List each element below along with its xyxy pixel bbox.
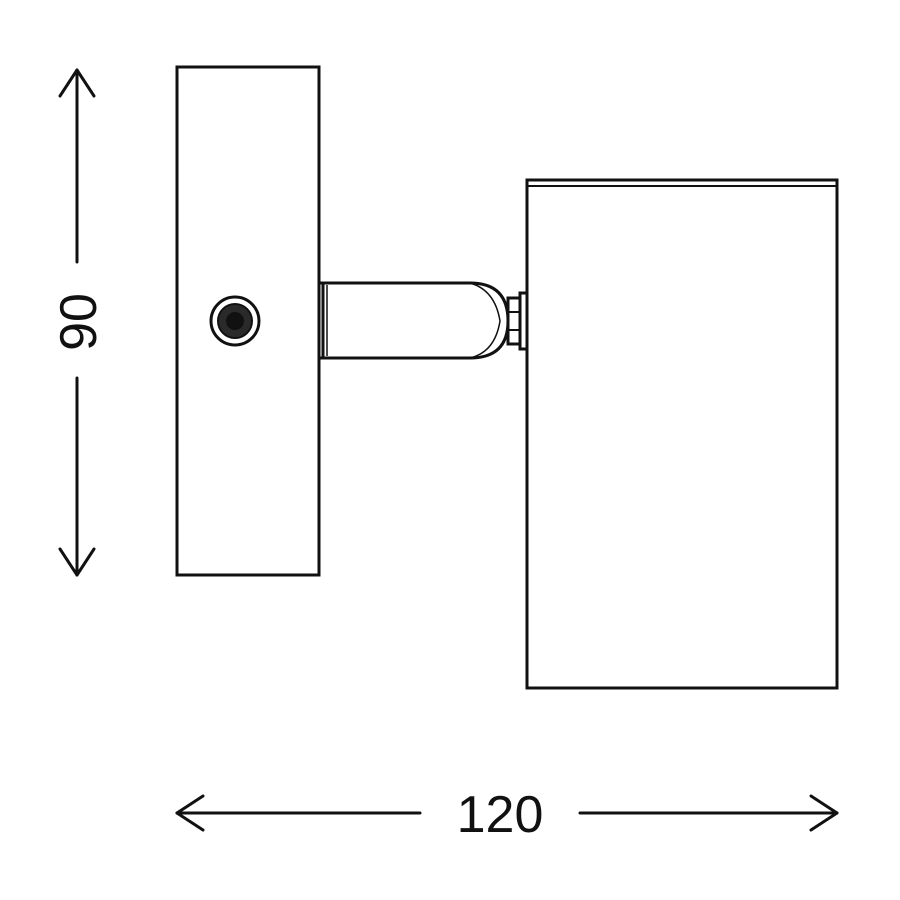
height-arrow-top-icon	[58, 68, 96, 98]
height-dimension	[58, 68, 96, 577]
swivel-arm	[317, 281, 510, 360]
width-dimension	[175, 794, 839, 832]
width-arrow-right-icon	[809, 794, 839, 832]
height-arrow-bottom-icon	[58, 547, 96, 577]
swivel-joint	[506, 291, 529, 351]
mounting-screw-icon	[209, 295, 261, 347]
width-label: 120	[457, 786, 544, 844]
height-label: 90	[50, 293, 108, 351]
lamp-head	[525, 178, 839, 690]
width-arrow-left-icon	[175, 794, 205, 832]
